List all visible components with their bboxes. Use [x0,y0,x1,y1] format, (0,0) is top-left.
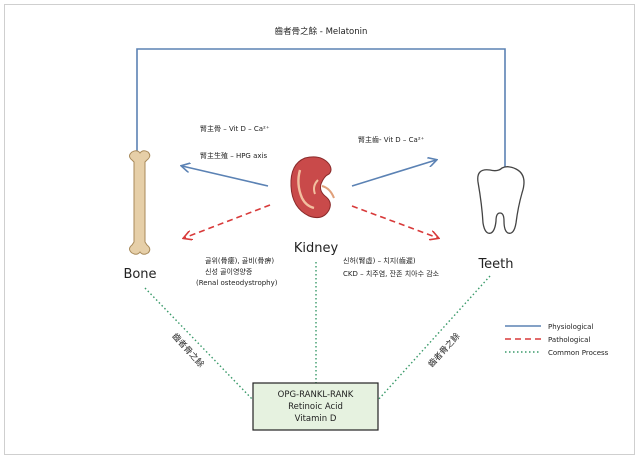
top-link-label: 齒者骨之餘 - Melatonin [275,26,368,37]
kidney-teeth-physiological-label-1: 腎主齒- Vit D – Ca²⁺ [358,135,425,144]
kidney-to-teeth-physiological-arrow [352,160,436,186]
kidney-teeth-pathological-label-1: 신허(腎虛) – 치지(齒遲) [343,256,416,265]
right-side-label: 齒者骨之餘 [426,330,463,369]
tooth-icon [478,167,524,234]
mechanism-box-line-1: OPG-RANKL-RANK [278,390,354,400]
top-physiological-link [137,49,505,168]
kidney-bone-pathological-label-2: 신성 골이영양증 [205,267,253,276]
legend-pathological-label: Pathological [548,336,590,344]
kidney-bone-physiological-label-2: 腎主生殖 – HPG axis [200,151,267,160]
teeth-label: Teeth [477,257,513,272]
kidney-bone-pathological-label-3: (Renal osteodystrophy) [196,279,278,287]
kidney-to-teeth-pathological-arrow [352,206,438,238]
kidney-icon [291,157,334,218]
teeth-to-box-common-line [378,276,490,400]
kidney-teeth-pathological-label-2: CKD – 치주염, 잔존 치아수 감소 [343,269,440,278]
legend: Physiological Pathological Common Proces… [505,323,609,357]
kidney-label: Kidney [294,241,339,256]
left-side-label: 齒者骨之餘 [170,331,207,370]
legend-common-label: Common Process [548,349,609,357]
kidney-bone-physiological-label-1: 腎主骨 – Vit D – Ca²⁺ [200,124,270,133]
bone-to-box-common-line [145,288,253,400]
mechanism-box-line-2: Retinoic Acid [288,402,343,412]
bone-icon [130,151,150,255]
mechanism-box-line-3: Vitamin D [295,414,337,424]
kidney-to-bone-physiological-arrow [182,166,268,186]
kidney-to-bone-pathological-arrow [184,205,270,238]
bone-label: Bone [123,267,156,282]
kidney-bone-pathological-label-1: 골위(骨痿), 골비(骨痹) [205,256,274,265]
legend-physiological-label: Physiological [548,323,593,331]
